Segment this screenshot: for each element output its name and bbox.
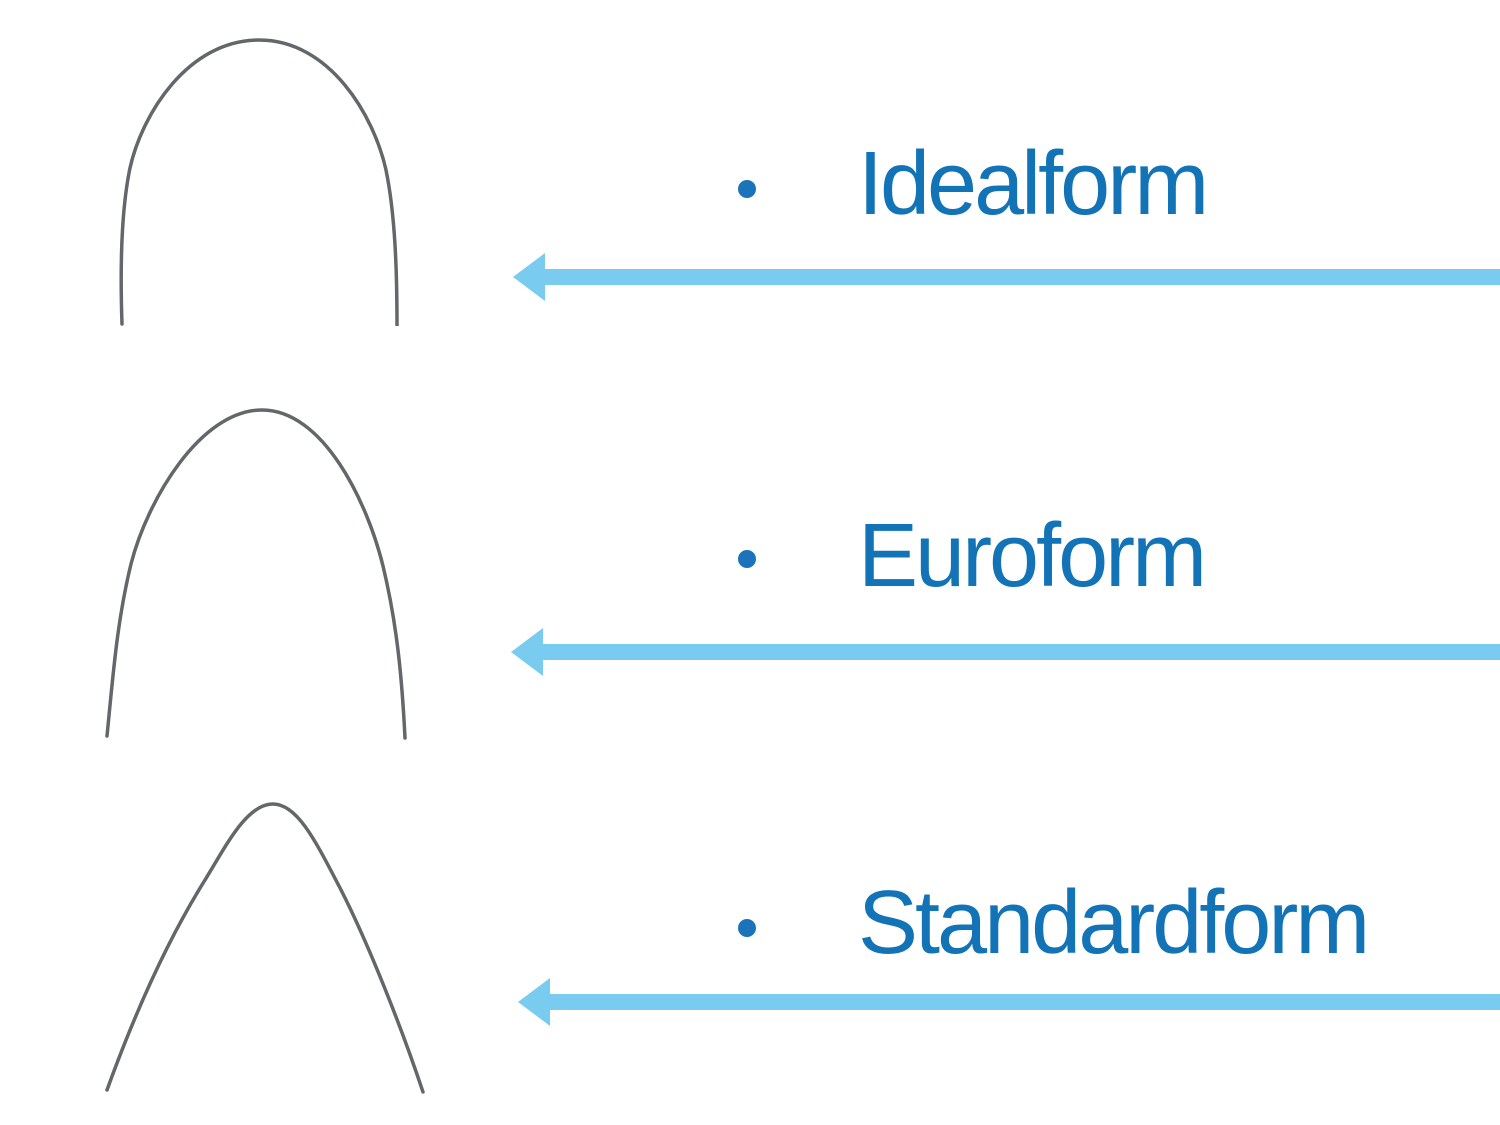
- label-euroform: Euroform: [858, 506, 1207, 606]
- bullet-icon: [738, 550, 756, 568]
- label-idealform: Idealform: [858, 134, 1209, 234]
- left-arrow-icon: [511, 626, 1500, 678]
- bullet-icon: [738, 180, 756, 198]
- archwire-euroform-image: [105, 406, 407, 740]
- archwire-idealform-image: [118, 36, 400, 326]
- archwire-standardform-image: [103, 798, 429, 1094]
- left-arrow-icon: [513, 251, 1500, 303]
- left-arrow-icon: [518, 976, 1500, 1028]
- bullet-icon: [738, 919, 756, 937]
- label-standardform: Standardform: [858, 873, 1370, 973]
